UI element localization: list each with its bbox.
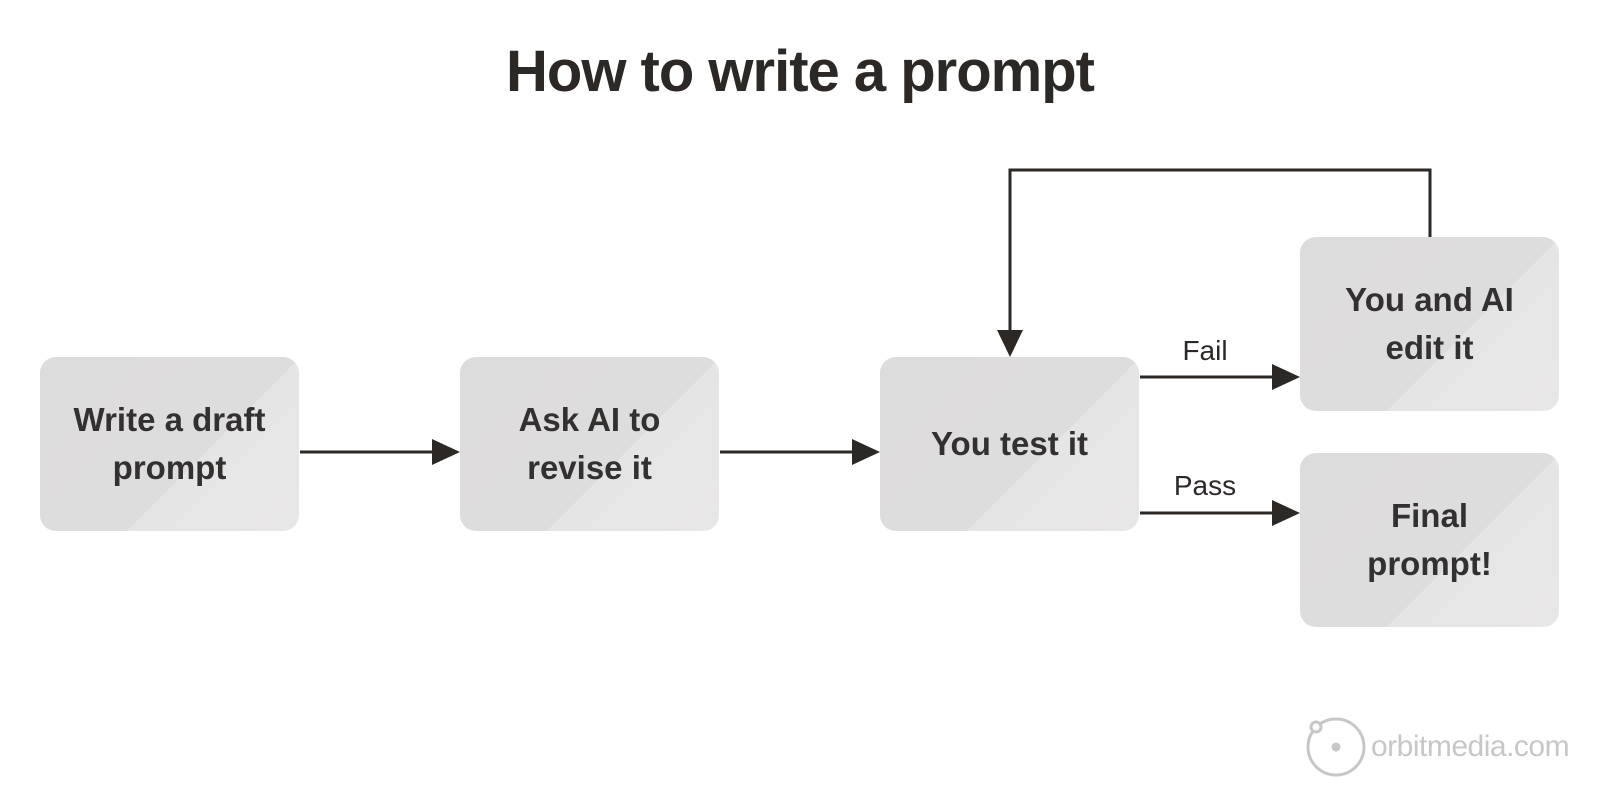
step-label: You and AI edit it (1345, 281, 1514, 366)
step-label: You test it (930, 425, 1089, 462)
step-label: Write a draft prompt (73, 401, 266, 486)
arrow-draft-to-ask (300, 439, 460, 465)
step-label: Ask AI to revise it (518, 401, 661, 486)
arrow-pass-to-final (1140, 500, 1300, 526)
edge-label-fail: Fail (1182, 335, 1228, 366)
step-edit: You and AI edit it (1300, 237, 1559, 411)
watermark: orbitmedia.com (1305, 716, 1570, 778)
orbit-logo-icon (1306, 717, 1366, 777)
watermark-text: orbitmedia.com (1371, 730, 1570, 763)
step-ask-ai: Ask AI to revise it (460, 357, 719, 531)
step-test: You test it (880, 357, 1139, 531)
edge-label-pass: Pass (1173, 470, 1237, 501)
step-write-draft: Write a draft prompt (40, 357, 299, 531)
diagram-title: How to write a prompt (506, 39, 1095, 104)
step-final: Final prompt! (1300, 453, 1559, 627)
step-label: Final prompt! (1367, 497, 1492, 582)
arrow-loop-edit-to-test (997, 168, 1432, 357)
arrow-ask-to-test (720, 439, 880, 465)
arrow-fail-to-edit (1140, 364, 1300, 390)
